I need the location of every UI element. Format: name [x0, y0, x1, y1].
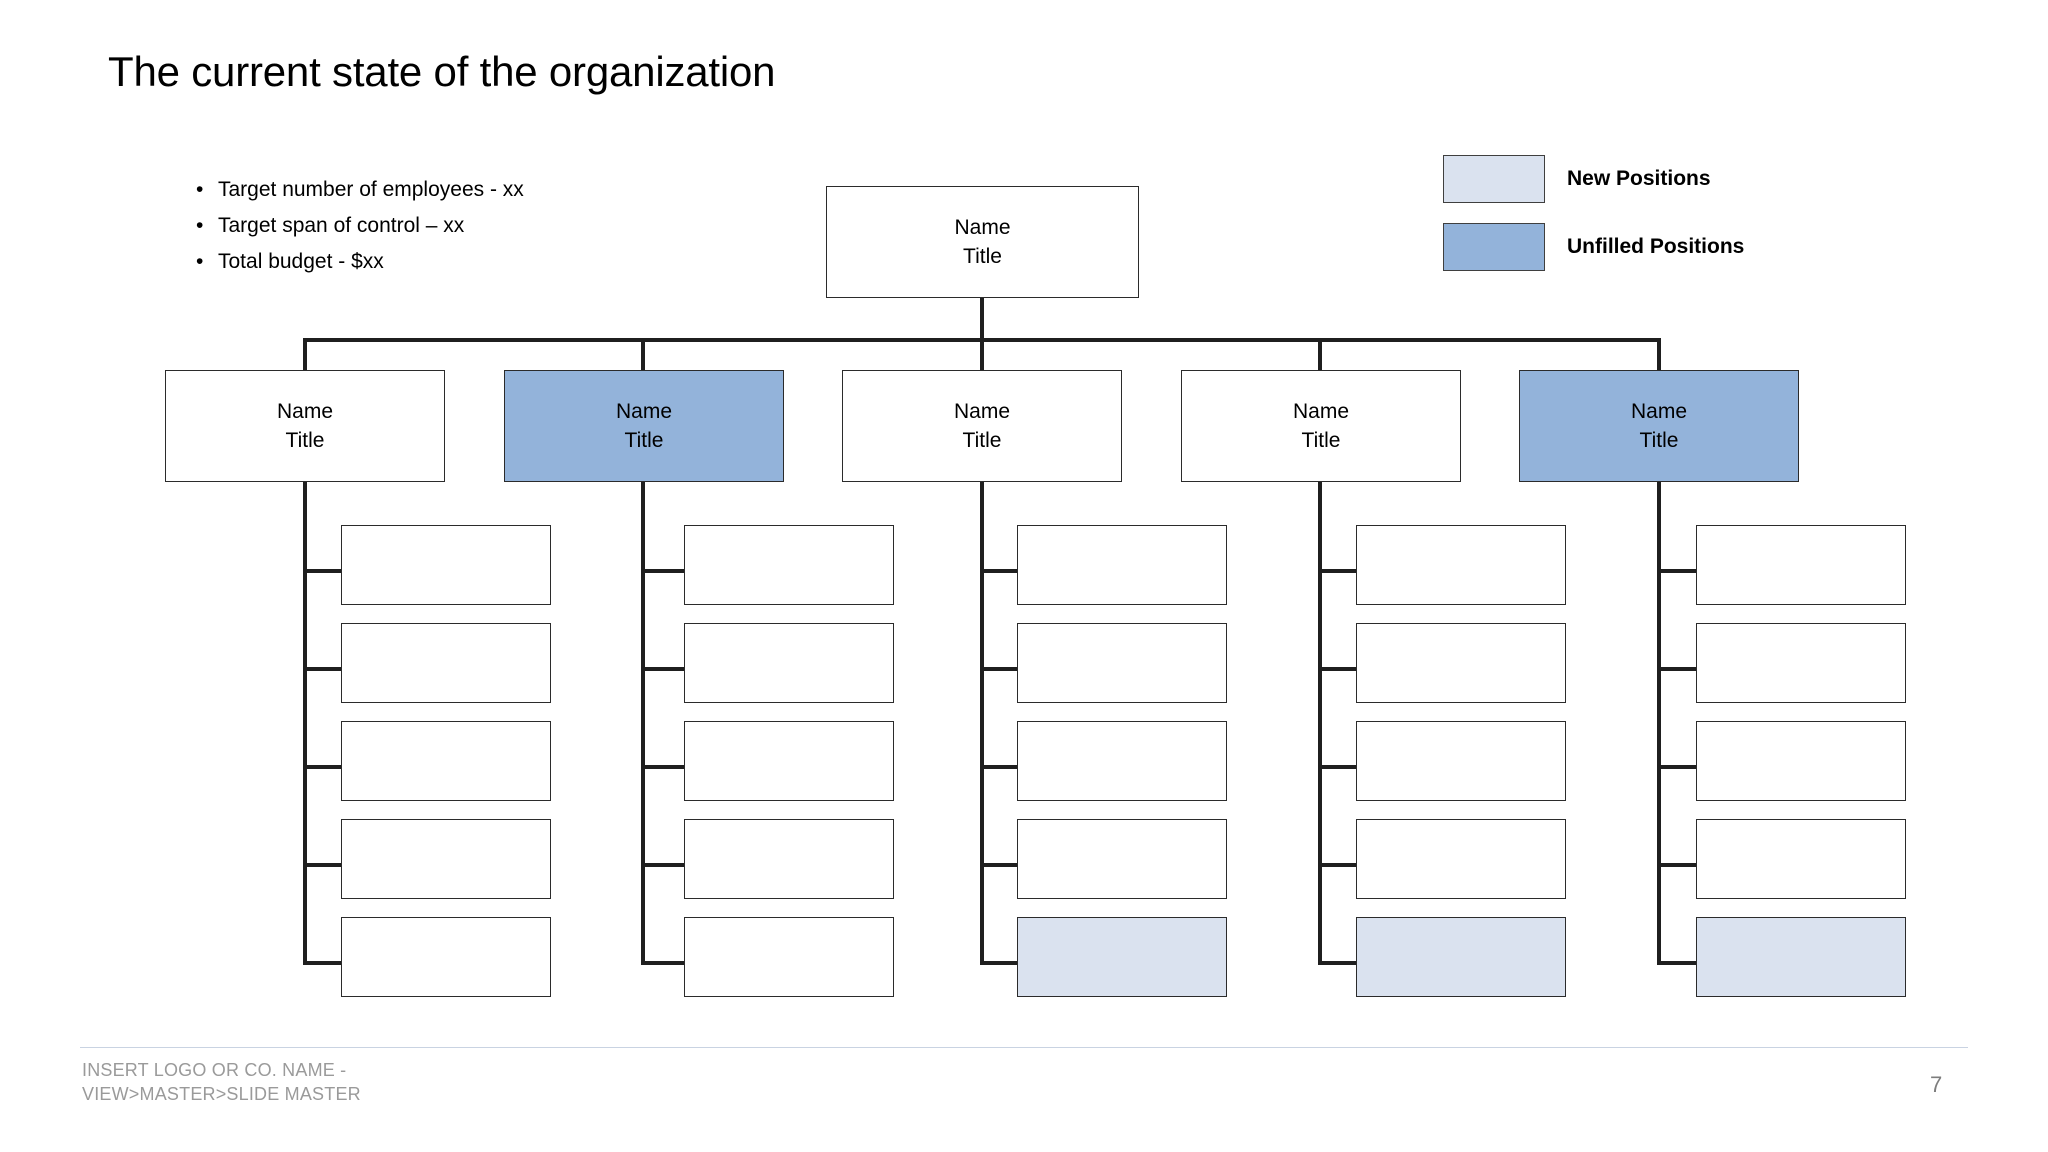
- org-node-name: Name: [1292, 400, 1350, 423]
- bullet-marker-icon: •: [196, 250, 204, 273]
- legend-swatch-unfilled-positions: [1443, 223, 1545, 271]
- page-title: The current state of the organization: [108, 48, 776, 95]
- org-node-report-1-3[interactable]: [341, 721, 551, 801]
- org-node-report-3-4[interactable]: [1017, 819, 1227, 899]
- org-node-title: Title: [1301, 429, 1341, 452]
- org-node-report-3-5[interactable]: [1017, 917, 1227, 997]
- org-node-root[interactable]: Name Title: [826, 186, 1139, 298]
- org-node-name: Name: [615, 400, 673, 423]
- org-node-report-4-5[interactable]: [1356, 917, 1566, 997]
- legend-swatch-new-positions: [1443, 155, 1545, 203]
- bullet-marker-icon: •: [196, 178, 204, 201]
- org-node-title: Title: [285, 429, 325, 452]
- org-node-manager-5[interactable]: Name Title: [1519, 370, 1799, 482]
- org-node-report-3-1[interactable]: [1017, 525, 1227, 605]
- legend-label-new-positions: New Positions: [1567, 167, 1711, 190]
- bullet-item: • Total budget - $xx: [196, 244, 676, 280]
- footer-divider: [80, 1047, 1968, 1048]
- bullet-item: • Target number of employees - xx: [196, 172, 676, 208]
- org-node-name: Name: [954, 216, 1011, 239]
- legend: New Positions Unfilled Positions: [1443, 148, 1744, 284]
- org-node-report-1-5[interactable]: [341, 917, 551, 997]
- org-node-title: Title: [624, 429, 664, 452]
- bullet-list: • Target number of employees - xx • Targ…: [196, 172, 676, 280]
- org-node-report-3-3[interactable]: [1017, 721, 1227, 801]
- bullet-item-label: Total budget - $xx: [218, 250, 384, 273]
- org-node-manager-1[interactable]: Name Title: [165, 370, 445, 482]
- org-node-report-2-2[interactable]: [684, 623, 894, 703]
- org-node-report-1-2[interactable]: [341, 623, 551, 703]
- org-node-report-1-4[interactable]: [341, 819, 551, 899]
- legend-item-new-positions: New Positions: [1443, 148, 1744, 210]
- legend-item-unfilled-positions: Unfilled Positions: [1443, 216, 1744, 278]
- org-node-report-2-1[interactable]: [684, 525, 894, 605]
- org-node-report-4-2[interactable]: [1356, 623, 1566, 703]
- org-node-report-5-3[interactable]: [1696, 721, 1906, 801]
- org-node-report-2-4[interactable]: [684, 819, 894, 899]
- org-node-report-3-2[interactable]: [1017, 623, 1227, 703]
- org-node-report-4-3[interactable]: [1356, 721, 1566, 801]
- legend-label-unfilled-positions: Unfilled Positions: [1567, 235, 1745, 258]
- org-node-report-5-5[interactable]: [1696, 917, 1906, 997]
- footer-note: INSERT LOGO OR CO. NAME - VIEW>MASTER>SL…: [82, 1058, 502, 1106]
- org-node-name: Name: [953, 400, 1011, 423]
- page-number: 7: [1930, 1072, 1943, 1097]
- org-node-name: Name: [276, 400, 334, 423]
- org-node-title: Title: [1639, 429, 1679, 452]
- bullet-item: • Target span of control – xx: [196, 208, 676, 244]
- org-node-report-1-1[interactable]: [341, 525, 551, 605]
- org-node-report-5-4[interactable]: [1696, 819, 1906, 899]
- org-node-report-4-4[interactable]: [1356, 819, 1566, 899]
- org-node-title: Title: [962, 429, 1002, 452]
- footer-note-line-1: INSERT LOGO OR CO. NAME -: [82, 1060, 347, 1080]
- org-node-manager-3[interactable]: Name Title: [842, 370, 1122, 482]
- org-node-name: Name: [1630, 400, 1688, 423]
- org-node-report-2-3[interactable]: [684, 721, 894, 801]
- org-node-manager-2[interactable]: Name Title: [504, 370, 784, 482]
- org-node-report-2-5[interactable]: [684, 917, 894, 997]
- org-node-report-4-1[interactable]: [1356, 525, 1566, 605]
- org-node-title: Title: [963, 245, 1002, 268]
- org-node-manager-4[interactable]: Name Title: [1181, 370, 1461, 482]
- org-node-report-5-1[interactable]: [1696, 525, 1906, 605]
- bullet-item-label: Target number of employees - xx: [218, 178, 524, 201]
- bullet-item-label: Target span of control – xx: [218, 214, 465, 237]
- bullet-marker-icon: •: [196, 214, 204, 237]
- footer-note-line-2: VIEW>MASTER>SLIDE MASTER: [82, 1084, 361, 1104]
- org-node-report-5-2[interactable]: [1696, 623, 1906, 703]
